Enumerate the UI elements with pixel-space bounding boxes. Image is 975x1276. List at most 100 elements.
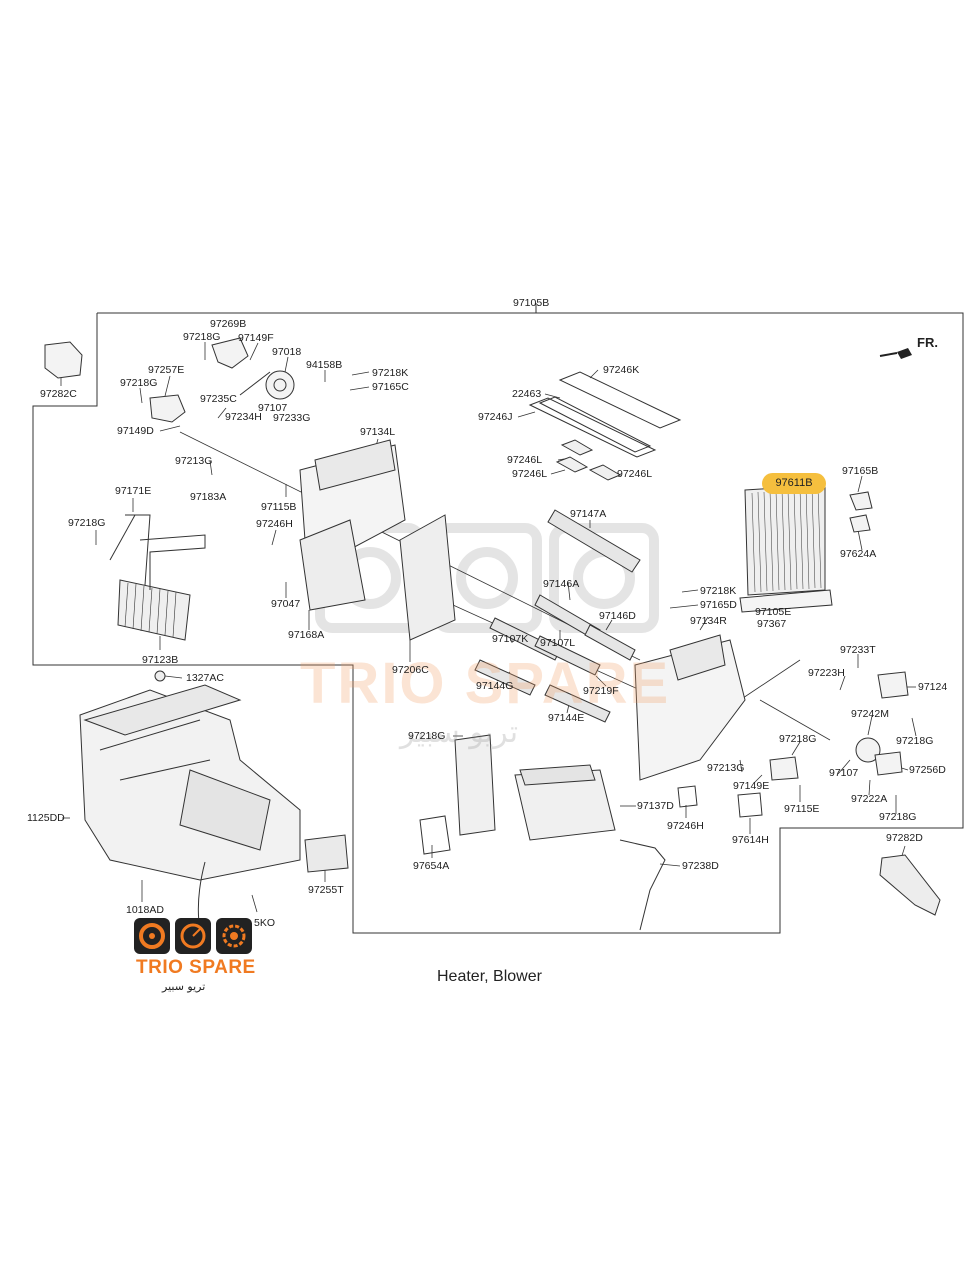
part-label: 97242M	[851, 708, 889, 720]
part-label: 94158B	[306, 359, 343, 371]
brand-logo-icon	[134, 918, 252, 954]
part-label: 5KO	[254, 917, 276, 929]
part-label: 97107	[829, 767, 859, 779]
part-label: 97149D	[117, 425, 154, 437]
part-label: 97246H	[256, 518, 293, 530]
clip-97624a	[849, 514, 871, 533]
part-label: 97218G	[879, 811, 917, 823]
part-label: 97246L	[617, 468, 653, 480]
bracket-97282c	[44, 341, 83, 379]
part-label: 97213G	[707, 762, 745, 774]
part-shapes	[44, 337, 941, 931]
part-label: 97105B	[513, 297, 550, 309]
hvac-assembly	[79, 684, 301, 931]
gear-97018	[265, 370, 295, 400]
part-label: 97107	[258, 402, 288, 414]
part-label: 97115B	[261, 501, 297, 513]
seal-97654a	[419, 815, 451, 855]
part-label: 97218K	[372, 367, 409, 379]
part-label: 97123B	[142, 654, 179, 666]
seal-97246h	[677, 785, 698, 808]
part-label: 97165C	[372, 381, 409, 393]
part-label: 97614H	[732, 834, 769, 846]
part-label: 97234H	[225, 411, 262, 423]
part-label: 97047	[271, 598, 301, 610]
part-label: 97213G	[175, 455, 213, 467]
part-label: 97144G	[476, 680, 514, 692]
highlighted-part-label[interactable]: 97611B	[762, 473, 826, 494]
part-label: 97256D	[909, 764, 946, 776]
blower-case-97137d	[514, 764, 616, 841]
part-label: 97146D	[599, 610, 636, 622]
bracket-97614h	[737, 792, 763, 818]
part-label: 97168A	[288, 629, 325, 641]
part-label: 97165D	[700, 599, 737, 611]
filter-97246j	[528, 397, 657, 458]
grommet-1327ac	[154, 670, 166, 682]
part-label: 97624A	[840, 548, 877, 560]
hose-97238d	[619, 839, 666, 931]
duct-97282d	[879, 854, 941, 916]
gear-97242m	[855, 737, 881, 763]
part-label: 97235C	[200, 393, 237, 405]
clip-97165b	[849, 491, 873, 511]
part-label: 97105E	[755, 606, 792, 618]
part-label: 1018AD	[126, 904, 164, 916]
actuator-97256d	[874, 751, 903, 776]
door-97144g	[474, 659, 536, 696]
case-right-97134r	[634, 634, 746, 781]
part-label: 97107L	[540, 637, 576, 649]
part-label: 97134R	[690, 615, 727, 627]
part-label: 97218G	[896, 735, 934, 747]
door-97147a	[547, 509, 641, 573]
diagram-caption: Heater, Blower	[437, 968, 542, 985]
part-label: 97233T	[840, 644, 876, 656]
part-label: 97149E	[733, 780, 770, 792]
part-label: 97218G	[120, 377, 158, 389]
door-97146d	[584, 624, 636, 661]
filter-frame-97246k	[558, 371, 682, 429]
part-label: 97246H	[667, 820, 704, 832]
part-label: 97134L	[360, 426, 396, 438]
duct-97218g	[454, 734, 496, 836]
part-label: 97183A	[190, 491, 227, 503]
part-label: 97246K	[603, 364, 640, 376]
part-label: 97223H	[808, 667, 845, 679]
part-label: 97206C	[392, 664, 429, 676]
part-label: 97367	[757, 618, 787, 630]
part-label: 97218G	[68, 517, 106, 529]
part-label: 97218G	[779, 733, 817, 745]
part-label: 97257E	[148, 364, 185, 376]
part-label: 97246J	[478, 411, 513, 423]
part-label: 97137D	[637, 800, 674, 812]
part-label: 97218G	[183, 331, 221, 343]
front-direction-label: FR.	[917, 335, 938, 350]
part-label: 22463	[512, 388, 542, 400]
assembly-frame	[32, 303, 964, 934]
watermark-arabic-text: تريو سبير	[400, 715, 519, 750]
part-label: 97107K	[492, 633, 529, 645]
evaporator-97611b	[739, 484, 833, 613]
part-label: 97124	[918, 681, 948, 693]
part-label: 97238D	[682, 860, 719, 872]
part-label: 97222A	[851, 793, 888, 805]
part-label: 97233G	[273, 412, 311, 424]
part-label: 97149F	[238, 332, 274, 344]
part-label: 1125DD	[27, 812, 65, 824]
part-label: 97218K	[700, 585, 737, 597]
part-label: 97144E	[548, 712, 585, 724]
brand-name-arabic: تريو سبير	[162, 980, 206, 993]
front-arrow-icon	[897, 348, 912, 359]
part-label: 97246L	[507, 454, 543, 466]
door-97144e	[544, 684, 611, 723]
case-left-97134l	[299, 439, 406, 611]
housing-97206c	[399, 514, 456, 641]
part-label: 97219F	[583, 685, 619, 697]
part-label: 97218G	[408, 730, 446, 742]
brand-name: TRIO SPARE	[136, 957, 256, 978]
module-97255t	[304, 834, 349, 873]
door-97107l	[534, 635, 601, 676]
actuator-97149f	[211, 337, 249, 369]
part-label: 97269B	[210, 318, 247, 330]
